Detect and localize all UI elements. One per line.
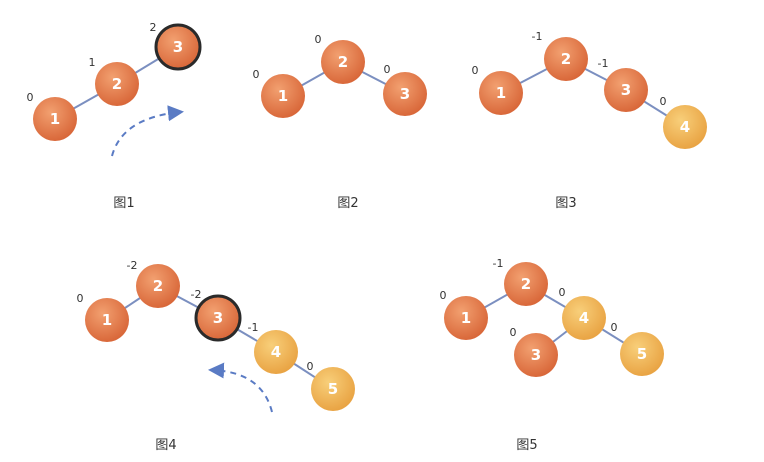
tree-node: 10 (253, 68, 305, 118)
tree-node: 10 (27, 91, 77, 141)
node-value: 3 (213, 309, 223, 327)
balance-factor: 0 (77, 292, 84, 305)
node-value: 1 (278, 87, 288, 105)
node-circle (444, 296, 488, 340)
tree-node: 50 (611, 321, 664, 376)
balance-factor: -2 (127, 259, 138, 272)
tree-node: 10 (472, 64, 523, 115)
captions-layer: 图1 图2 图3 图4 图5 (113, 196, 576, 453)
figure-caption: 图4 (155, 438, 176, 453)
rotation-arrow-icon (208, 362, 273, 413)
node-value: 2 (153, 277, 163, 295)
balance-factor: 0 (611, 321, 618, 334)
tree-node: 3 -1 (598, 57, 648, 112)
tree-node: 2 -2 (127, 259, 180, 308)
balance-factor: -1 (532, 30, 543, 43)
figure-caption: 图1 (113, 196, 134, 211)
node-value: 1 (461, 309, 471, 327)
figure-caption: 图5 (516, 438, 537, 453)
tree-node: 4 -1 (248, 321, 298, 374)
node-circle (544, 37, 588, 81)
tree-node: 40 (660, 95, 707, 149)
node-circle (254, 330, 298, 374)
node-value: 1 (496, 84, 506, 102)
node-value: 4 (579, 309, 589, 327)
node-value: 5 (637, 345, 647, 363)
node-value: 2 (561, 50, 571, 68)
balance-factor: -1 (598, 57, 609, 70)
balance-factor: -1 (248, 321, 259, 334)
node-circle (95, 62, 139, 106)
node-circle (154, 23, 202, 71)
node-circle (514, 333, 558, 377)
node-value: 3 (621, 81, 631, 99)
balance-factor: 0 (660, 95, 667, 108)
balance-factor: 0 (510, 326, 517, 339)
node-value: 5 (328, 380, 338, 398)
node-circle (663, 105, 707, 149)
node-value: 4 (271, 343, 281, 361)
node-circle (311, 367, 355, 411)
rotation-arrows-layer (111, 105, 273, 413)
rotation-arrow-icon (111, 105, 184, 157)
node-circle (604, 68, 648, 112)
node-circle (479, 71, 523, 115)
node-circle (383, 72, 427, 116)
node-value: 1 (102, 311, 112, 329)
node-circle (562, 296, 606, 340)
balance-factor: 0 (559, 286, 566, 299)
node-circle (194, 294, 242, 342)
tree-node: 3 -2 (191, 288, 242, 342)
tree-node: 10 (440, 289, 488, 340)
nodes-layer: 102132102030102-13-140102-23-24-150102-1… (27, 21, 707, 411)
balance-factor: 0 (384, 63, 391, 76)
node-value: 2 (112, 75, 122, 93)
balance-factor: 0 (27, 91, 34, 104)
node-circle (620, 332, 664, 376)
node-circle (261, 74, 305, 118)
node-circle (33, 97, 77, 141)
balance-factor: 2 (150, 21, 157, 34)
tree-node: 21 (89, 56, 139, 106)
balance-factor: 0 (315, 33, 322, 46)
balance-factor: -1 (493, 257, 504, 270)
node-circle (504, 262, 548, 306)
balance-factor: 0 (440, 289, 447, 302)
tree-node: 10 (77, 292, 129, 342)
node-circle (321, 40, 365, 84)
figure-caption: 图2 (337, 196, 358, 211)
balance-factor: 0 (253, 68, 260, 81)
tree-node: 2 -1 (493, 257, 548, 306)
balance-factor: 0 (307, 360, 314, 373)
tree-node: 30 (510, 326, 558, 377)
node-value: 2 (521, 275, 531, 293)
node-value: 3 (173, 38, 183, 56)
node-value: 4 (680, 118, 690, 136)
node-value: 3 (531, 346, 541, 364)
tree-node: 50 (307, 360, 355, 411)
node-value: 2 (338, 53, 348, 71)
balance-factor: 1 (89, 56, 96, 69)
node-value: 3 (400, 85, 410, 103)
tree-node: 30 (383, 63, 427, 116)
tree-node: 2 -1 (532, 30, 588, 81)
node-circle (136, 264, 180, 308)
balance-factor: 0 (472, 64, 479, 77)
node-value: 1 (50, 110, 60, 128)
tree-node: 20 (315, 33, 365, 84)
tree-node: 32 (150, 21, 202, 71)
tree-node: 40 (559, 286, 606, 340)
balance-factor: -2 (191, 288, 202, 301)
figure-caption: 图3 (555, 196, 576, 211)
node-circle (85, 298, 129, 342)
